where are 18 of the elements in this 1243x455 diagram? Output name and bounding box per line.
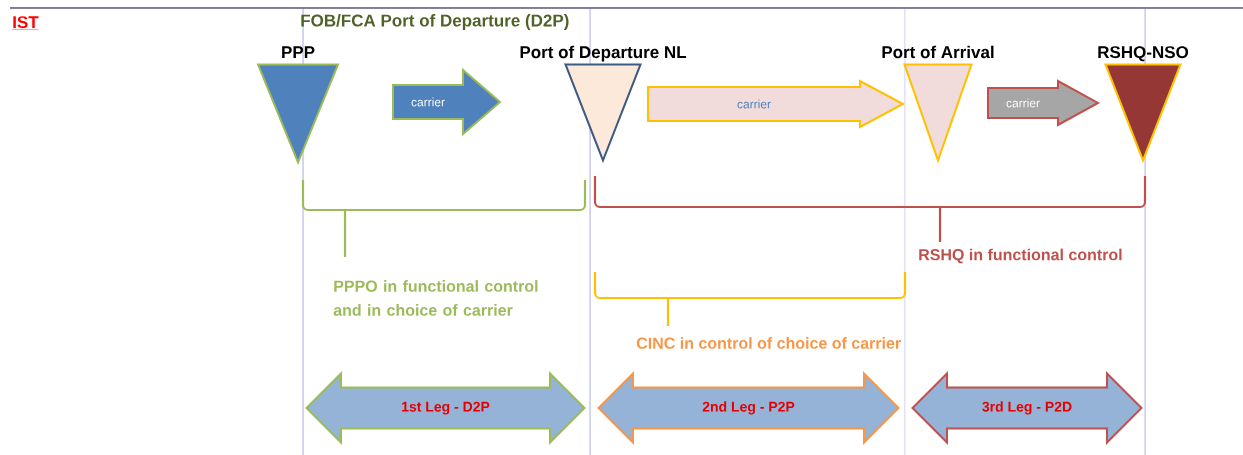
note-text: PPPO in functional control and in choice of carrier [333, 280, 538, 316]
block-arrow [987, 79, 1101, 127]
note-text: CINC in control of choice of carrier [636, 337, 901, 349]
note-text: RSHQ in functional control [919, 248, 1122, 264]
title: IST [12, 16, 39, 30]
note-text: FOB/FCA Port of Departure (D2P) [301, 14, 569, 30]
edge-label: carrier [736, 98, 772, 110]
leg-band: 3rd Leg - P2D [911, 371, 1143, 445]
block-arrow [392, 67, 502, 137]
block-arrow [647, 79, 906, 129]
leg-band: 1st Leg - D2P [305, 371, 586, 445]
leg-band: 2nd Leg - P2P [597, 371, 900, 445]
location-heading: Port of Arrival [882, 45, 994, 59]
edge-label: carrier [410, 96, 446, 108]
location-heading: RSHQ-NSO [1098, 46, 1189, 62]
edge-label: carrier [1005, 97, 1041, 109]
location-heading: Port of Departure NL [520, 45, 687, 62]
location-heading: PPP [282, 46, 315, 58]
